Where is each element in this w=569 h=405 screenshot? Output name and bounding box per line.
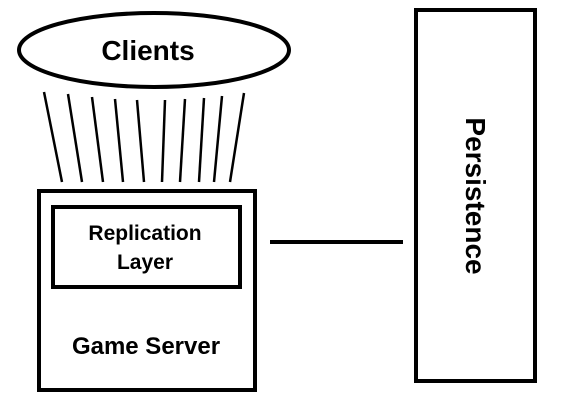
game-server-node: Replication Layer Game Server (37, 189, 257, 392)
connection-line (178, 98, 187, 183)
connection-line (197, 97, 206, 183)
game-server-label: Game Server (72, 333, 220, 360)
connection-line (113, 98, 125, 183)
connection-line (42, 91, 64, 183)
persistence-node: Persistence (414, 8, 537, 383)
clients-ellipse (17, 11, 291, 89)
replication-label-line2: Layer (117, 251, 173, 274)
connection-line (228, 92, 246, 183)
connection-line (90, 96, 105, 183)
persistence-box (414, 8, 537, 383)
replication-layer-box (51, 205, 242, 289)
persistence-label: Persistence (460, 117, 491, 274)
replication-label-line1: Replication (88, 222, 201, 245)
clients-node: Clients (17, 11, 291, 89)
client-connections (42, 91, 246, 183)
connection-line (160, 99, 167, 183)
connection-line (212, 95, 224, 183)
clients-label: Clients (101, 35, 194, 66)
connection-line (66, 93, 84, 183)
connection-line (135, 99, 146, 183)
